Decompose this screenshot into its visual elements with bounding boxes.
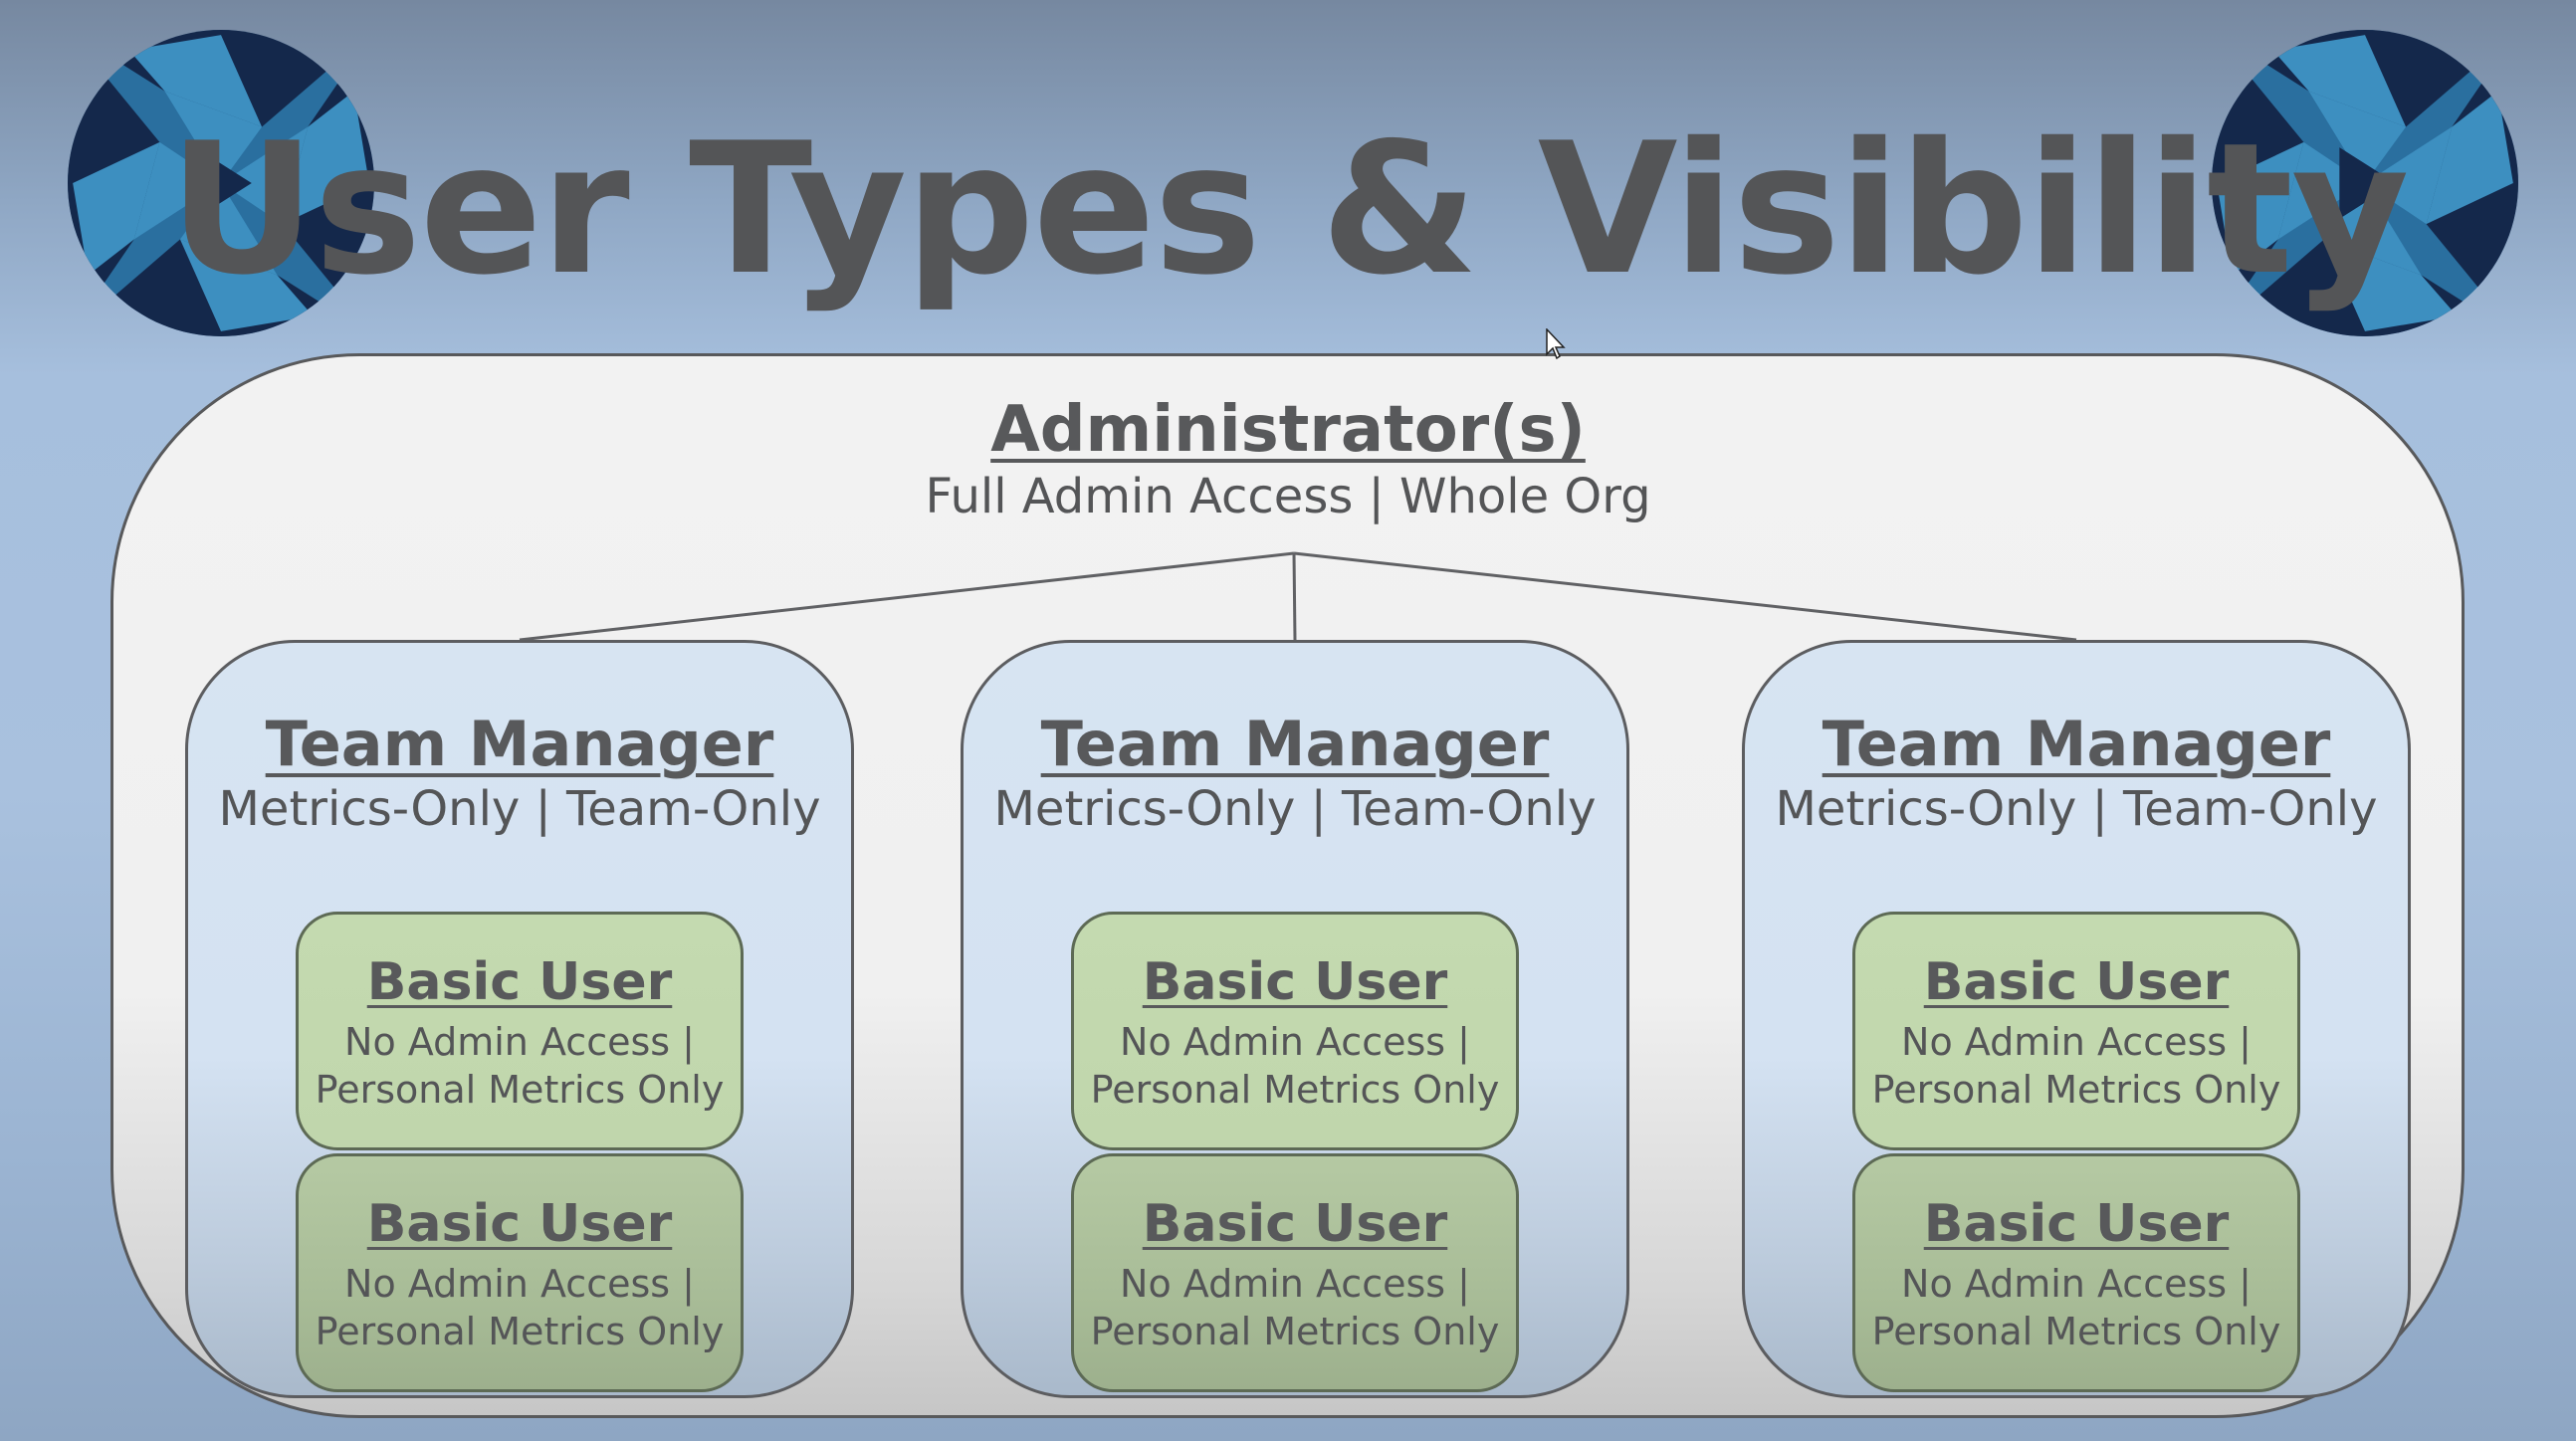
logo-right-icon (2212, 30, 2518, 336)
team-manager-box: Team Manager Metrics-Only | Team-Only Ba… (1742, 640, 2411, 1398)
basic-user-title: Basic User (1142, 1194, 1448, 1254)
slide-title: User Types & Visibility (168, 103, 2409, 314)
team-manager-description: Metrics-Only | Team-Only (993, 781, 1597, 837)
basic-user-title: Basic User (1923, 1194, 2230, 1254)
mouse-cursor-icon (1546, 328, 1566, 360)
basic-user-line-1: No Admin Access | (1901, 1020, 2252, 1064)
basic-user-box: Basic User No Admin Access | Personal Me… (296, 912, 744, 1150)
team-manager-title: Team Manager (1822, 708, 2331, 780)
basic-user-line-2: Personal Metrics Only (1090, 1310, 1500, 1353)
basic-user-line-2: Personal Metrics Only (315, 1310, 725, 1353)
basic-user-description: No Admin Access | Personal Metrics Only (1074, 1260, 1516, 1355)
basic-user-box: Basic User No Admin Access | Personal Me… (296, 1153, 744, 1392)
basic-user-description: No Admin Access | Personal Metrics Only (1855, 1260, 2297, 1355)
basic-user-line-1: No Admin Access | (1120, 1020, 1470, 1064)
basic-user-box: Basic User No Admin Access | Personal Me… (1071, 1153, 1519, 1392)
basic-user-title: Basic User (1142, 952, 1448, 1012)
team-manager-description: Metrics-Only | Team-Only (1775, 781, 2378, 837)
basic-user-box: Basic User No Admin Access | Personal Me… (1852, 1153, 2300, 1392)
basic-user-description: No Admin Access | Personal Metrics Only (1855, 1018, 2297, 1114)
administrator-description: Full Admin Access | Whole Org (925, 469, 1651, 524)
basic-user-line-2: Personal Metrics Only (1871, 1310, 2281, 1353)
basic-user-line-1: No Admin Access | (344, 1020, 695, 1064)
basic-user-box: Basic User No Admin Access | Personal Me… (1852, 912, 2300, 1150)
basic-user-description: No Admin Access | Personal Metrics Only (1074, 1018, 1516, 1114)
basic-user-description: No Admin Access | Personal Metrics Only (299, 1260, 741, 1355)
basic-user-title: Basic User (1923, 952, 2230, 1012)
basic-user-box: Basic User No Admin Access | Personal Me… (1071, 912, 1519, 1150)
team-manager-description: Metrics-Only | Team-Only (218, 781, 821, 837)
aperture-logo-icon (2212, 30, 2518, 336)
basic-user-line-1: No Admin Access | (1901, 1262, 2252, 1306)
team-manager-title: Team Manager (265, 708, 774, 780)
team-manager-title: Team Manager (1040, 708, 1550, 780)
basic-user-description: No Admin Access | Personal Metrics Only (299, 1018, 741, 1114)
basic-user-line-2: Personal Metrics Only (1090, 1068, 1500, 1112)
basic-user-title: Basic User (366, 1194, 673, 1254)
basic-user-line-1: No Admin Access | (1120, 1262, 1470, 1306)
logo-left-icon (68, 30, 374, 336)
administrator-title: Administrator(s) (990, 393, 1586, 467)
basic-user-title: Basic User (366, 952, 673, 1012)
team-manager-box: Team Manager Metrics-Only | Team-Only Ba… (961, 640, 1629, 1398)
basic-user-line-2: Personal Metrics Only (315, 1068, 725, 1112)
team-manager-box: Team Manager Metrics-Only | Team-Only Ba… (185, 640, 854, 1398)
basic-user-line-2: Personal Metrics Only (1871, 1068, 2281, 1112)
aperture-logo-icon (68, 30, 374, 336)
basic-user-line-1: No Admin Access | (344, 1262, 695, 1306)
